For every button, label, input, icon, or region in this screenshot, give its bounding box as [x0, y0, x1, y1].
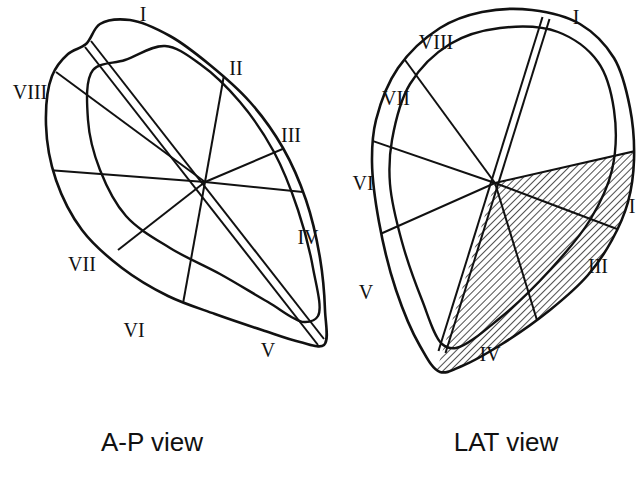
segment-line — [405, 60, 495, 183]
segment-number: VI — [123, 320, 144, 340]
outer-contour — [372, 9, 634, 373]
inner-contour — [389, 27, 615, 349]
segment-line — [495, 150, 640, 183]
segment-number: VIII — [419, 32, 453, 52]
segment-number: III — [588, 256, 608, 276]
segment-number: I — [573, 7, 580, 27]
segment-number: I — [140, 4, 147, 24]
outer-contour — [46, 19, 327, 346]
segment-line — [180, 182, 205, 320]
segment-number: VII — [382, 88, 410, 108]
view-caption: LAT view — [454, 429, 559, 455]
segment-number: VI — [352, 173, 373, 193]
segment-number: II — [229, 58, 242, 78]
segment-line — [205, 30, 232, 182]
segment-number: VIII — [13, 82, 47, 102]
long-axis-line — [446, 19, 550, 353]
long-axis-line — [439, 17, 543, 351]
segment-number: VII — [68, 254, 96, 274]
segment-number: I — [629, 196, 636, 216]
segment-line — [118, 182, 205, 250]
segment-line — [56, 72, 205, 182]
segment-number: IV — [479, 344, 500, 364]
long-axis-line — [85, 47, 318, 345]
segment-number: V — [261, 340, 275, 360]
segment-number: III — [281, 125, 301, 145]
segment-number: IV — [297, 227, 318, 247]
lat-view-outline — [370, 9, 641, 400]
long-axis-line — [91, 41, 324, 339]
segment-line — [205, 128, 332, 182]
ap-view-outline — [46, 19, 332, 346]
view-caption: A-P view — [101, 429, 203, 455]
segment-line — [495, 183, 540, 330]
segment-number: V — [359, 282, 373, 302]
